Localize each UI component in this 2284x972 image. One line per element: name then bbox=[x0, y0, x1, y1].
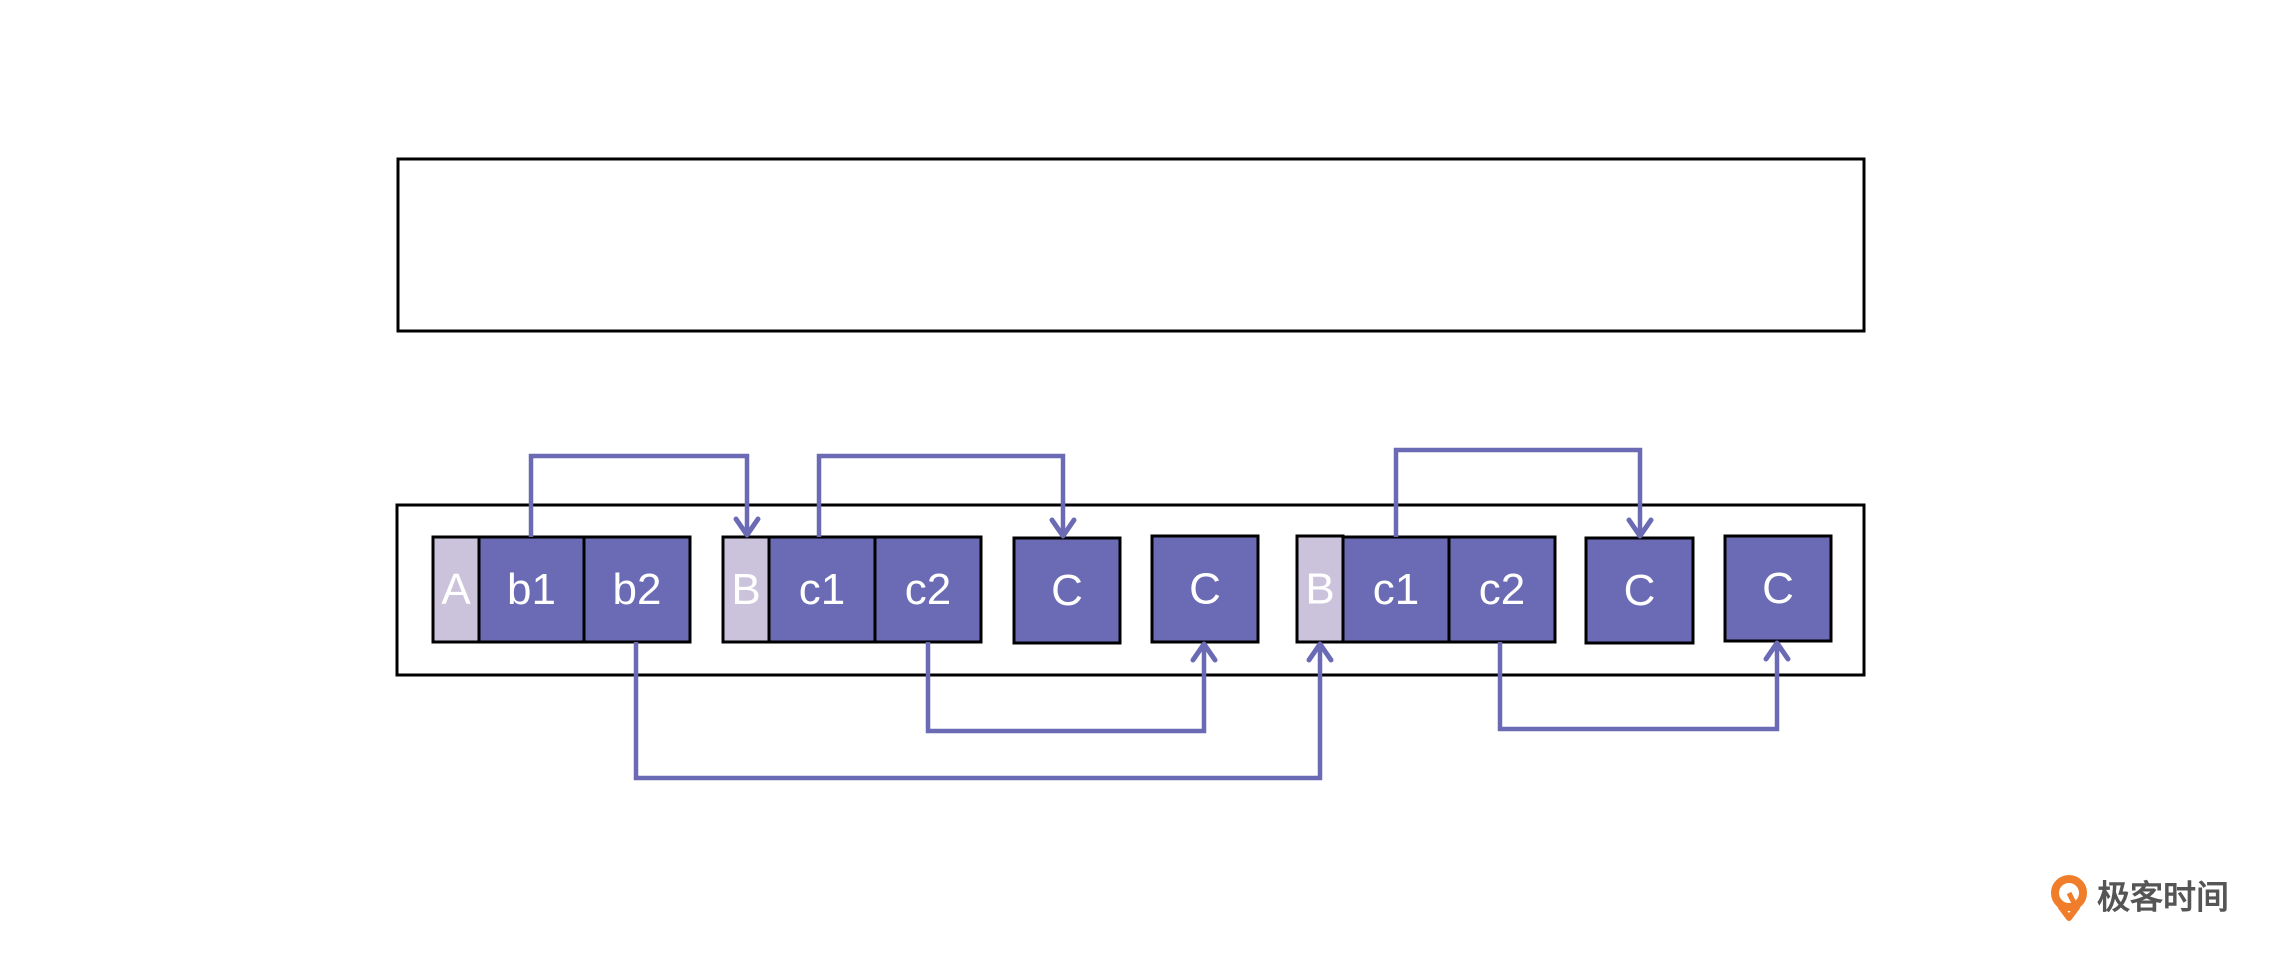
pointer-line bbox=[633, 642, 1323, 781]
memory-cell-C3: C bbox=[1584, 536, 1695, 645]
arrowhead-icon bbox=[733, 516, 761, 538]
memory-cell-c1b: c1 bbox=[1341, 535, 1451, 644]
cell-label: c1 bbox=[799, 565, 845, 614]
pointer-c2b-to-C4 bbox=[1497, 640, 1791, 732]
geektime-logo-icon bbox=[2051, 875, 2087, 921]
memory-cell-c2a: c2 bbox=[873, 535, 983, 644]
pointer-line bbox=[528, 453, 750, 537]
pointer-b1-to-B1 bbox=[528, 453, 761, 538]
cell-label: c2 bbox=[905, 565, 951, 614]
pointer-b2-to-B2 bbox=[633, 641, 1334, 781]
pointer-line bbox=[1497, 642, 1780, 732]
memory-cell-A: A bbox=[431, 535, 481, 644]
memory-cell-B2: B bbox=[1295, 534, 1345, 644]
arrowhead-icon bbox=[1049, 517, 1077, 539]
pointer-arrows bbox=[528, 447, 1791, 781]
cell-label: c2 bbox=[1479, 565, 1525, 614]
cell-box bbox=[477, 535, 586, 644]
arrowhead-icon bbox=[1626, 517, 1654, 539]
memory-cell-c1a: c1 bbox=[767, 535, 877, 644]
cell-box bbox=[1723, 534, 1833, 643]
pointer-line bbox=[816, 453, 1066, 537]
cell-label: B bbox=[1305, 565, 1334, 614]
cell-label: C bbox=[1624, 566, 1656, 615]
pointer-c1b-to-C3 bbox=[1393, 447, 1654, 539]
geektime-logo: 极客时间 bbox=[2051, 875, 2229, 921]
cell-label: b2 bbox=[613, 565, 662, 614]
memory-cell-B1: B bbox=[721, 535, 771, 644]
pointer-line bbox=[1393, 447, 1643, 537]
pointer-c1a-to-C1 bbox=[816, 453, 1077, 539]
cell-box bbox=[1447, 535, 1557, 644]
memory-cell-C1: C bbox=[1012, 536, 1122, 645]
memory-cell-C2: C bbox=[1150, 534, 1260, 644]
memory-cell-C4: C bbox=[1723, 534, 1833, 643]
cell-box bbox=[1295, 534, 1345, 644]
cell-label: B bbox=[731, 565, 760, 614]
cell-label: C bbox=[1051, 566, 1083, 615]
top-box bbox=[396, 157, 1866, 333]
cell-label: c1 bbox=[1373, 565, 1419, 614]
cell-label: b1 bbox=[507, 565, 556, 614]
cell-label: A bbox=[441, 565, 471, 614]
memory-cell-c2b: c2 bbox=[1447, 535, 1557, 644]
cell-label: C bbox=[1189, 565, 1221, 614]
logo-text: 极客时间 bbox=[2097, 878, 2229, 917]
arrowhead-icon bbox=[1190, 641, 1218, 663]
arrowhead-icon bbox=[1763, 640, 1791, 662]
cell-box bbox=[1341, 535, 1451, 644]
pointer-line bbox=[925, 642, 1207, 734]
cell-box bbox=[767, 535, 877, 644]
cell-box bbox=[1012, 536, 1122, 645]
cell-label: C bbox=[1762, 564, 1794, 613]
cell-box bbox=[431, 535, 481, 644]
pointer-c2a-to-C2 bbox=[925, 641, 1218, 734]
arrowhead-icon bbox=[1306, 641, 1334, 663]
memory-cell-b2: b2 bbox=[582, 535, 692, 644]
memory-cell-b1: b1 bbox=[477, 535, 586, 644]
